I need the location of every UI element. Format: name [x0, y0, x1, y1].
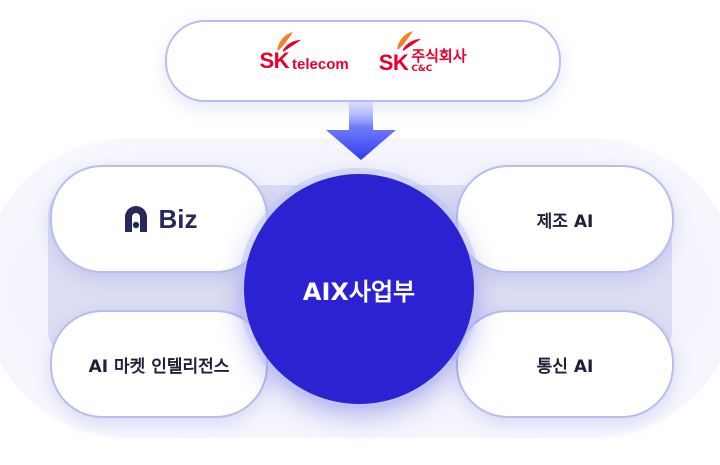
telecom-wordmark: telecom	[292, 56, 349, 73]
sk-butterfly-icon	[277, 32, 302, 52]
telecom-ai-label: 통신 AI	[536, 356, 594, 377]
node-ai-market-intelligence: AI 마켓 인텔리전스	[50, 310, 268, 418]
ai-market-intelligence-label: AI 마켓 인텔리전스	[88, 356, 230, 377]
company-logos-pill: SK telecom SK 주식회사 C&C	[165, 20, 561, 102]
sk-wordmark: SK	[378, 49, 409, 75]
sk-telecom-logo: SK telecom	[259, 32, 349, 73]
aix-division-circle: AIX사업부	[244, 174, 474, 404]
down-arrow-icon	[326, 100, 396, 160]
node-manufacturing-ai: 제조 AI	[456, 165, 674, 273]
sk-butterfly-icon	[396, 30, 421, 51]
cc-english-wordmark: C&C	[411, 63, 433, 74]
cc-korean-wordmark: 주식회사	[411, 46, 467, 65]
sk-cc-logo: SK 주식회사 C&C	[378, 30, 467, 75]
manufacturing-ai-label: 제조 AI	[536, 211, 594, 232]
sk-wordmark: SK	[259, 48, 290, 73]
a-dot-logo-icon	[124, 206, 147, 232]
node-abiz: Biz	[50, 165, 268, 273]
node-telecom-ai: 통신 AI	[456, 310, 674, 418]
aix-division-label: AIX사업부	[302, 277, 416, 306]
abiz-label: Biz	[158, 203, 198, 234]
